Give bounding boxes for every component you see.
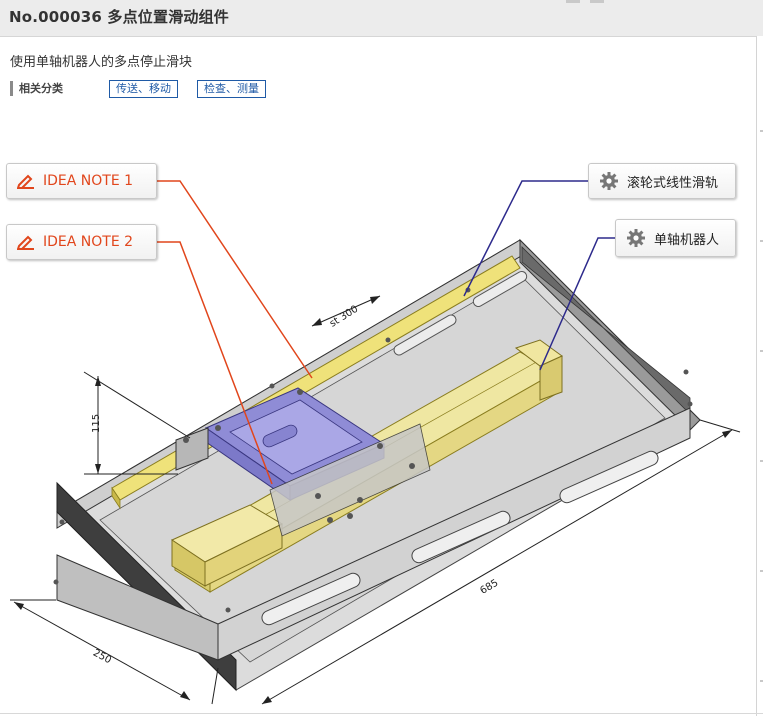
part-link-roller-rail-label: 滚轮式线性滑轨 [627,175,719,191]
length-dimension-label: 685 [478,578,500,597]
header-divider [566,0,580,3]
page-description: 使用单轴机器人的多点停止滑块 [10,55,193,70]
related-categories-label: 相关分类 [10,81,63,96]
pencil-icon [17,173,35,189]
right-scroll-frame [756,36,763,716]
header-divider [590,0,604,3]
gear-icon [599,171,619,191]
gear-icon [626,228,646,248]
idea-note-2-button[interactable]: IDEA NOTE 2 [6,224,157,260]
category-tag-transport[interactable]: 传送、移动 [109,80,178,98]
category-tag-inspection[interactable]: 检查、测量 [197,80,266,98]
idea-note-1-button[interactable]: IDEA NOTE 1 [6,163,157,199]
height-dimension-label: 115 [91,414,102,433]
page-title: No.000036 多点位置滑动组件 [9,8,230,26]
width-dimension-label: 250 [91,648,113,667]
part-link-single-axis-robot-label: 单轴机器人 [654,232,720,248]
part-link-roller-rail[interactable]: 滚轮式线性滑轨 [588,163,736,199]
idea-note-2-label: IDEA NOTE 2 [43,234,134,250]
part-link-single-axis-robot[interactable]: 单轴机器人 [615,219,736,257]
idea-note-1-label: IDEA NOTE 1 [43,173,134,189]
pencil-icon [17,234,35,250]
stroke-dimension-label: st 300 [328,304,360,330]
header-bar: No.000036 多点位置滑动组件 [0,0,763,37]
bottom-divider [0,713,763,714]
